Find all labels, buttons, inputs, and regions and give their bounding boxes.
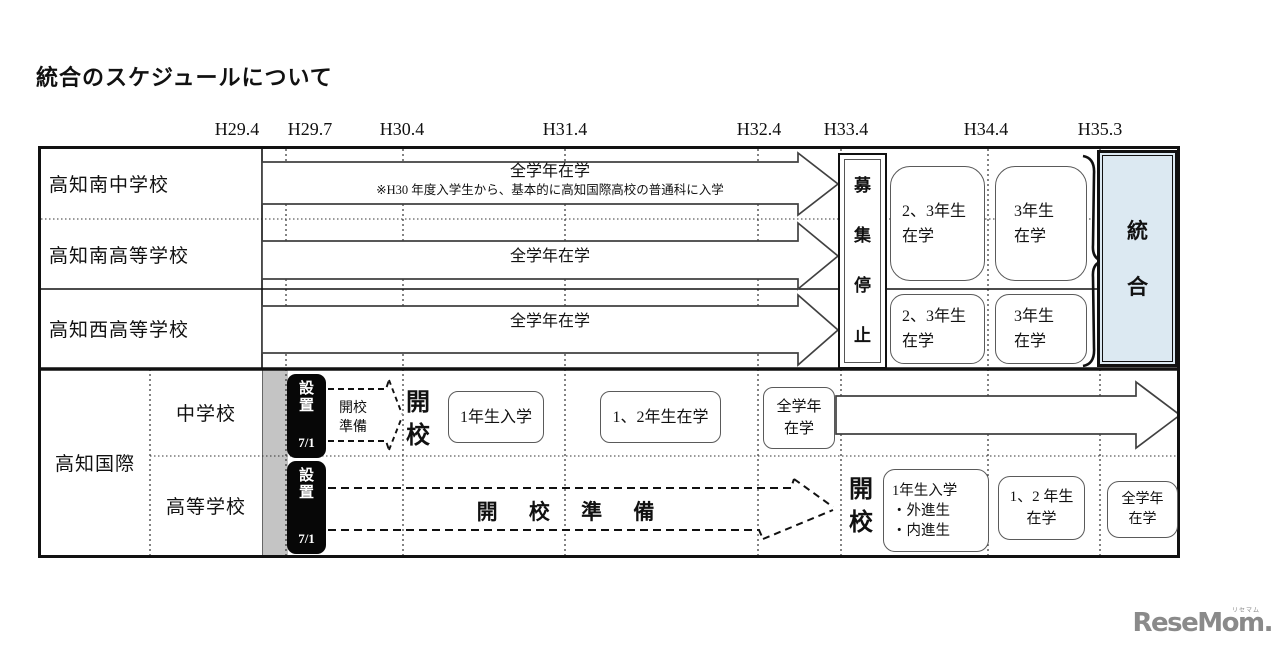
enrollment-text: 全学年在学 — [509, 313, 590, 330]
hs-grades12-box: 1、2 年生 在学 — [998, 476, 1085, 540]
establishment-box-hs: 設 置 7/1 — [287, 461, 326, 554]
establishment-period-strip — [262, 369, 288, 555]
timeline-label: H32.4 — [736, 119, 782, 139]
jhs-allgrades-box: 全学年 在学 — [763, 387, 835, 449]
grade-box-west-23: 2、3年生 在学 — [890, 294, 985, 364]
establishment-date: 7/1 — [298, 531, 315, 546]
opening-prep-small: 開校 準備 — [339, 400, 367, 435]
grade-box-west-3: 3年生 在学 — [995, 294, 1087, 364]
gridlines-and-arrows — [41, 149, 1177, 555]
jhs-grades12-box: 1、2年生在学 — [600, 391, 721, 443]
grade-box-south-3: 3年生 在学 — [995, 166, 1087, 281]
recruitment-suspension-box: 募 集 停 止 — [838, 153, 887, 369]
school-label-kokusai: 高知国際 — [54, 453, 135, 475]
timeline-label: H34.4 — [963, 119, 1009, 139]
page-title: 統合のスケジュールについて — [36, 65, 333, 90]
arrow-caption-nishi-hs: 全学年在学 — [262, 311, 838, 332]
opening-label-jhs: 開 校 — [406, 389, 430, 449]
integration-box: 統 合 — [1097, 150, 1178, 367]
jhs-enroll-box: 1年生入学 — [448, 391, 544, 443]
school-label-minami-hs: 高知南高等学校 — [49, 245, 190, 267]
timeline-label: H29.7 — [287, 119, 333, 139]
logo-ruby: リセマム — [1231, 607, 1260, 614]
arrow-caption-minami-jhs: 全学年在学 ※H30 年度入学生から、基本的に高知国際高校の普通科に入学 — [262, 161, 838, 199]
timeline-label: H35.3 — [1077, 119, 1123, 139]
school-label-nishi-hs: 高知西高等学校 — [49, 320, 190, 341]
opening-prep-large: 開 校 準 備 — [476, 500, 668, 524]
logo-text: ReseMom — [1132, 608, 1266, 638]
hs-allgrades-box: 全学年 在学 — [1107, 481, 1178, 538]
row-label-jhs: 中学校 — [175, 403, 236, 425]
establishment-label: 設 置 — [298, 468, 314, 501]
enrollment-note: ※H30 年度入学生から、基本的に高知国際高校の普通科に入学 — [376, 183, 724, 197]
timeline-label: H33.4 — [823, 119, 869, 139]
establishment-label: 設 置 — [298, 381, 314, 414]
opening-label-hs: 開 校 — [849, 476, 873, 536]
row-label-hs: 高等学校 — [165, 497, 246, 518]
timeline-label: H31.4 — [542, 119, 588, 139]
timeline-label: H29.4 — [214, 119, 260, 139]
enrollment-text: 全学年在学 — [509, 248, 590, 265]
establishment-box-jhs: 設 置 7/1 — [287, 374, 326, 458]
grade-box-south-23: 2、3年生 在学 — [890, 166, 985, 281]
arrow-caption-minami-hs: 全学年在学 — [262, 246, 838, 267]
school-label-minami-jhs: 高知南中学校 — [49, 175, 170, 196]
hs-enroll-box: 1年生入学 ・外進生 ・内進生 — [883, 469, 989, 552]
schedule-chart: 高知南中学校 高知南高等学校 高知西高等学校 高知国際 中学校 高等学校 全学年… — [38, 146, 1180, 558]
timeline-label: H30.4 — [379, 119, 425, 139]
enrollment-text: 全学年在学 — [509, 163, 590, 180]
establishment-date: 7/1 — [298, 435, 315, 450]
logo-period: . — [1263, 608, 1274, 638]
